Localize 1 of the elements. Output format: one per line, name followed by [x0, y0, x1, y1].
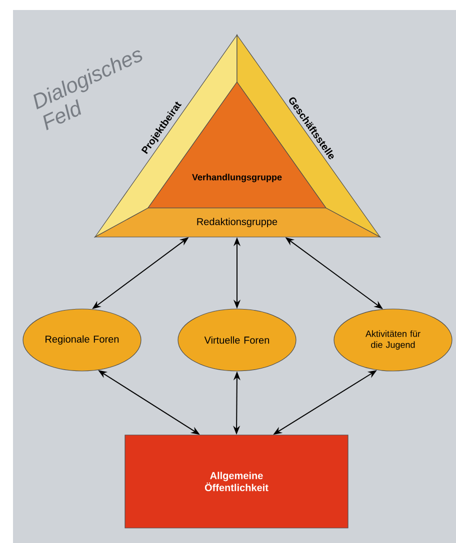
public-box: Allgemeine Öffentlichkeit: [124, 434, 348, 528]
